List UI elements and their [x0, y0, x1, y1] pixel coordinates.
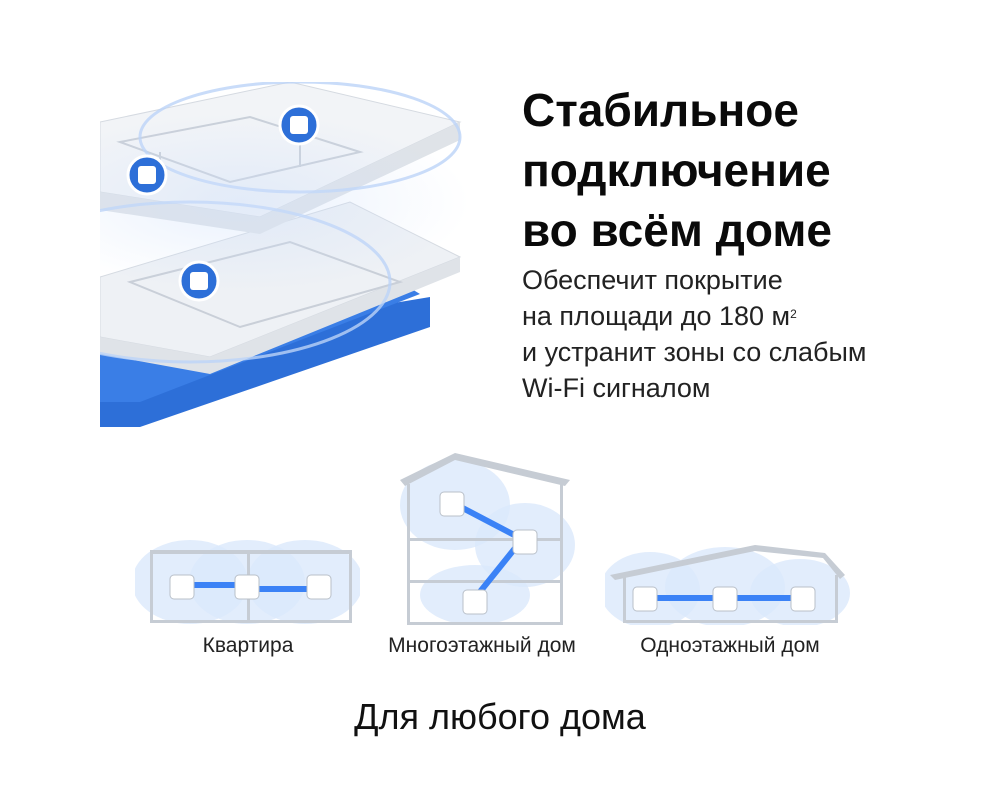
- headline: Стабильное подключение во всём доме: [522, 80, 982, 260]
- footer-tagline: Для любого дома: [354, 696, 646, 737]
- label-multistorey-house: Многоэтажный дом: [388, 634, 576, 657]
- description-line-2: на площади до 180 м2: [522, 298, 992, 334]
- multistorey-house-illustration: [400, 453, 575, 625]
- mesh-unit-icon: [462, 589, 488, 615]
- mesh-unit-icon: [632, 586, 658, 612]
- mesh-unit-icon: [126, 154, 168, 196]
- mesh-unit-icon: [234, 574, 260, 600]
- apartment-illustration: [135, 540, 360, 624]
- description-line-4: Wi-Fi сигналом: [522, 373, 711, 403]
- headline-line-3: во всём доме: [522, 204, 832, 256]
- label-apartment: Квартира: [202, 634, 294, 657]
- mesh-unit-icon: [790, 586, 816, 612]
- mesh-unit-icon: [178, 260, 220, 302]
- feature-description: Обеспечит покрытие на площади до 180 м2 …: [522, 262, 992, 406]
- headline-line-2: подключение: [522, 144, 831, 196]
- description-area-unit-sup: 2: [790, 307, 797, 321]
- floorplan-illustration: [100, 82, 470, 427]
- mesh-unit-icon: [278, 104, 320, 146]
- description-line-1: Обеспечит покрытие: [522, 265, 783, 295]
- mesh-unit-icon: [439, 491, 465, 517]
- mesh-unit-icon: [306, 574, 332, 600]
- description-line-3: и устранит зоны со слабым: [522, 337, 867, 367]
- description-area: на площади до 180 м: [522, 301, 791, 331]
- single-storey-house-illustration: [605, 545, 850, 625]
- headline-line-1: Стабильное: [522, 84, 799, 136]
- mesh-unit-icon: [712, 586, 738, 612]
- mesh-unit-icon: [512, 529, 538, 555]
- mesh-unit-icon: [169, 574, 195, 600]
- label-single-storey-house: Одноэтажный дом: [640, 634, 820, 657]
